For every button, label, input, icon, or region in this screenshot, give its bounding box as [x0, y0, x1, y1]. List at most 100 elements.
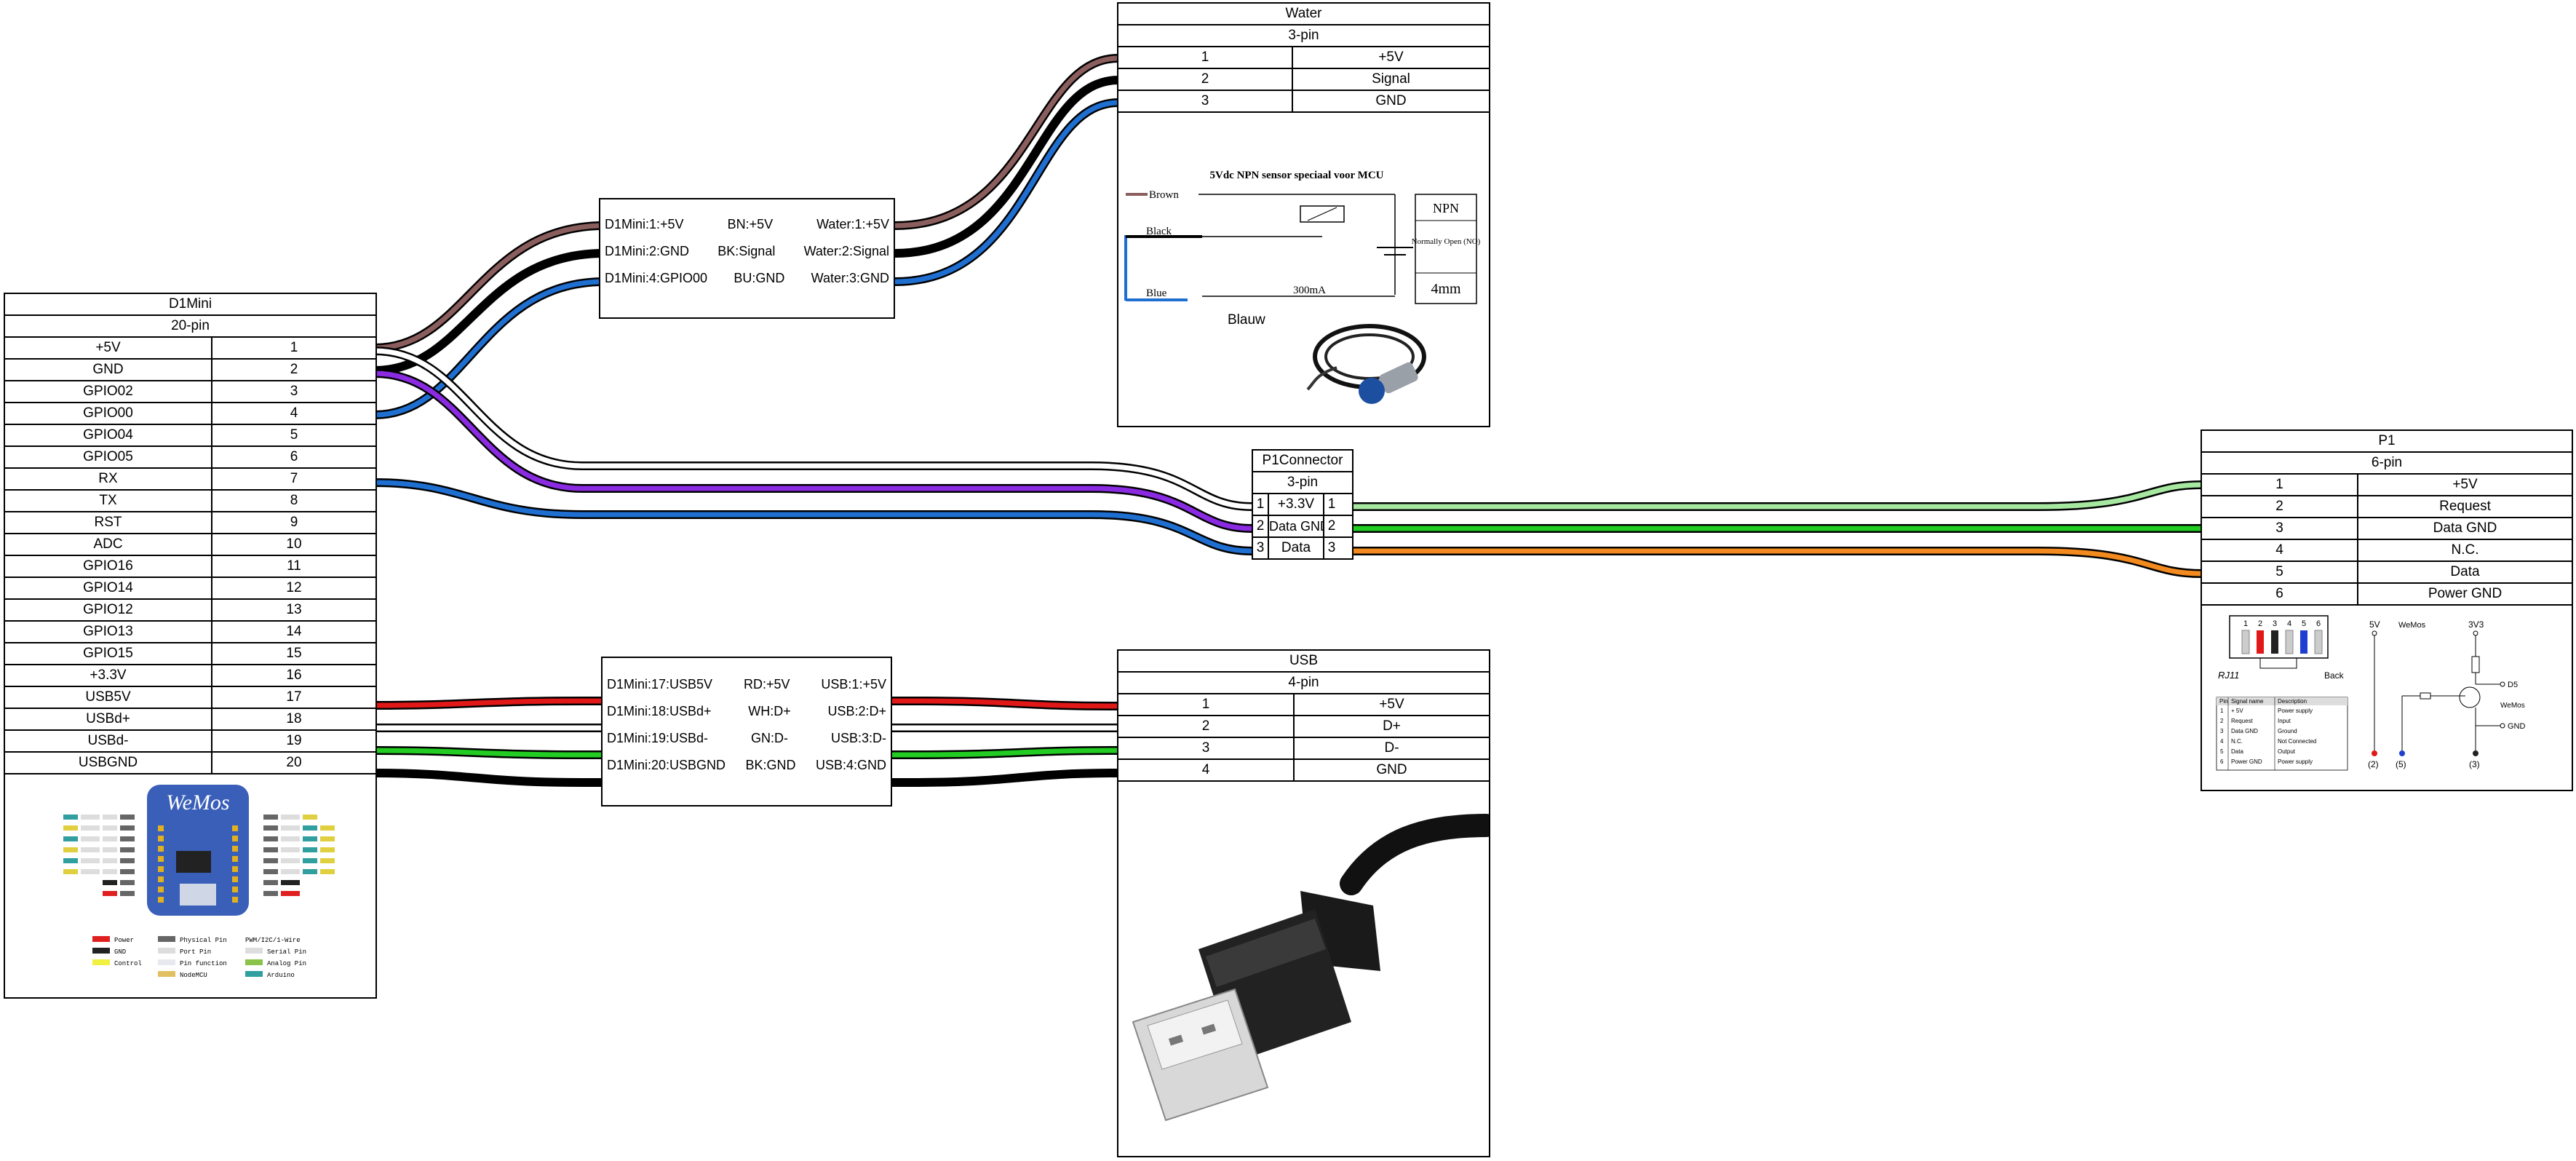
- svg-text:NodeMCU: NodeMCU: [180, 972, 207, 979]
- wemos-board-illustration: WeMos: [63, 785, 335, 979]
- cable-row: D1Mini:19:USBd-GN:D-USB:3:D-: [607, 731, 886, 745]
- pin-row: USBd-19: [5, 731, 375, 753]
- svg-text:Blauw: Blauw: [1228, 312, 1265, 328]
- svg-text:Black: Black: [1146, 226, 1172, 237]
- svg-text:Arduino: Arduino: [267, 972, 295, 979]
- p1-circuit: 5V (2) WeMos (5) 3V3 D5: [2368, 619, 2526, 769]
- d1mini-pinout-image: WeMos: [5, 773, 375, 997]
- svg-text:GND: GND: [114, 948, 126, 956]
- wire-blue-rx: [374, 478, 1252, 555]
- svg-text:(3): (3): [2469, 759, 2480, 769]
- usb-plug-illustration: [1132, 814, 1489, 1122]
- svg-text:Pin: Pin: [2219, 698, 2228, 705]
- svg-text:Physical Pin: Physical Pin: [180, 937, 227, 944]
- pin-row: 1+5V: [1118, 694, 1489, 716]
- board-logo: WeMos: [166, 790, 229, 815]
- pin-row: 1+5V: [1118, 47, 1489, 69]
- node-title: D1Mini: [5, 294, 375, 316]
- wire-brown: [374, 54, 1119, 352]
- node-subtitle: 4-pin: [1118, 673, 1489, 694]
- svg-text:(5): (5): [2396, 759, 2406, 769]
- wire-black: [374, 76, 1119, 375]
- svg-text:5: 5: [2302, 619, 2306, 628]
- node-subtitle: 3-pin: [1253, 472, 1352, 494]
- wire-green-dminus: [374, 746, 1119, 759]
- node-title: Water: [1118, 4, 1489, 25]
- wire-orange: [1352, 547, 2202, 578]
- svg-text:300mA: 300mA: [1293, 285, 1326, 296]
- svg-text:Request: Request: [2231, 718, 2254, 724]
- svg-text:3: 3: [2220, 728, 2224, 734]
- svg-text:(2): (2): [2368, 759, 2379, 769]
- svg-text:3V3: 3V3: [2468, 619, 2484, 630]
- wire-red: [374, 697, 1119, 710]
- wire-purple: [374, 369, 1252, 533]
- node-subtitle: 6-pin: [2202, 453, 2572, 475]
- wire-white-33v: [374, 346, 1252, 511]
- svg-text:GND: GND: [2508, 722, 2526, 731]
- water-sensor-image: 5Vdc NPN sensor speciaal voor MCU Brown …: [1118, 111, 1489, 423]
- svg-text:Serial Pin: Serial Pin: [267, 948, 306, 956]
- svg-text:Pin function: Pin function: [180, 960, 227, 967]
- svg-text:6: 6: [2316, 619, 2321, 628]
- svg-text:Ground: Ground: [2278, 728, 2297, 734]
- p1-rj11-diagram: 1 2 3 4 5 6 RJ11 Back Pin Signal: [2202, 604, 2572, 786]
- svg-text:5: 5: [2220, 748, 2224, 755]
- svg-text:N.C.: N.C.: [2231, 738, 2243, 745]
- svg-text:Data GND: Data GND: [2231, 728, 2258, 734]
- svg-text:5Vdc NPN sensor speciaal voor: 5Vdc NPN sensor speciaal voor MCU: [1209, 170, 1383, 181]
- svg-text:Signal name: Signal name: [2231, 698, 2264, 705]
- svg-text:Blue: Blue: [1146, 288, 1167, 299]
- pin-row: USBd+18: [5, 709, 375, 731]
- svg-text:WeMos: WeMos: [2500, 702, 2525, 710]
- svg-text:1: 1: [2243, 619, 2248, 628]
- usb-plug-image: [1118, 780, 1489, 1153]
- svg-text:PWM/I2C/1-Wire: PWM/I2C/1-Wire: [245, 937, 301, 944]
- svg-text:Control: Control: [114, 960, 142, 967]
- node-subtitle: 3-pin: [1118, 25, 1489, 47]
- node-title: P1: [2202, 431, 2572, 453]
- svg-text:Power GND: Power GND: [2231, 758, 2262, 765]
- svg-text:Normally Open (NO): Normally Open (NO): [1412, 237, 1481, 246]
- svg-text:Port Pin: Port Pin: [180, 948, 211, 956]
- svg-text:4mm: 4mm: [1431, 281, 1461, 297]
- node-title: USB: [1118, 651, 1489, 673]
- svg-text:Back: Back: [2324, 670, 2345, 681]
- svg-text:D5: D5: [2508, 681, 2518, 689]
- svg-text:Power supply: Power supply: [2278, 758, 2313, 765]
- svg-text:Data: Data: [2231, 748, 2243, 755]
- svg-text:Power: Power: [114, 937, 134, 944]
